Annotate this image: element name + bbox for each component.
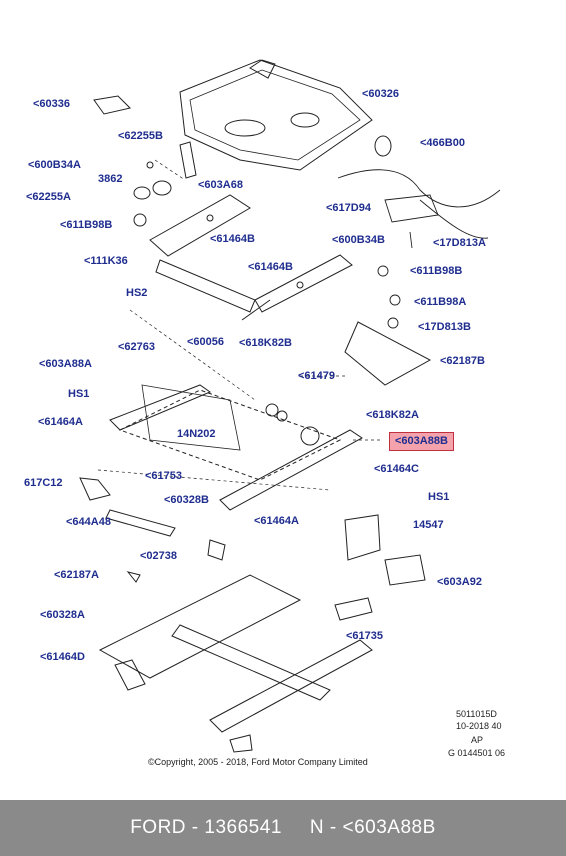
callout-644A48: <644A48 — [66, 516, 111, 528]
callout-61753: <61753 — [145, 470, 183, 482]
callout-02738: <02738 — [140, 550, 178, 562]
callout-618K82B: <618K82B — [239, 337, 292, 349]
footer-part-name: N - <603A88B — [309, 817, 436, 838]
lower-frame — [79, 384, 426, 621]
callout-60326: <60326 — [362, 88, 400, 100]
part-footer-bar: FORD - 1366541 N - <603A88B — [0, 800, 566, 856]
seat-exploded-drawing — [79, 59, 501, 753]
callout-HS2: HS2 — [126, 287, 148, 299]
callout-61464D: <61464D — [40, 651, 85, 663]
callout-60336: <60336 — [33, 98, 71, 110]
callout-61464B-a: <61464B — [210, 233, 255, 245]
callout-62763: <62763 — [118, 341, 156, 353]
callout-603A88B-highlighted[interactable]: <603A88B — [389, 432, 454, 451]
seat-frame-diagram: <60336 <60326 <62255B <466B00 <600B34A 3… — [24, 59, 506, 767]
side-cover-b — [344, 321, 432, 386]
callout-61464B-b: <61464B — [248, 261, 293, 273]
wiring-harness — [337, 169, 501, 329]
upper-side-frame — [149, 194, 353, 321]
callout-600B34A: <600B34A — [28, 159, 81, 171]
callout-60328A: <60328A — [40, 609, 85, 621]
callout-617C12: 617C12 — [24, 477, 63, 489]
callout-603A68: <603A68 — [198, 179, 243, 191]
callout-618K82A: <618K82A — [366, 409, 419, 421]
drawing-date: 10-2018 40 — [456, 721, 502, 731]
callout-61464A-top: <61464A — [38, 416, 83, 428]
callout-611B98B-right: <611B98B — [410, 265, 463, 277]
callout-17D813B: <17D813B — [418, 321, 471, 333]
copyright-text: ©Copyright, 2005 - 2018, Ford Motor Comp… — [148, 757, 368, 767]
callout-60328B: <60328B — [164, 494, 209, 506]
callout-603A88A: <603A88A — [39, 358, 92, 370]
callout-61479: <61479 — [298, 370, 336, 382]
callout-61735: <61735 — [346, 630, 384, 642]
callout-17D813A: <17D813A — [433, 237, 486, 249]
drawing-code: G 0144501 06 — [448, 748, 506, 758]
drawing-ref: 5011015D — [456, 709, 497, 719]
cushion-pan-drawing — [179, 59, 373, 171]
callout-600B34B: <600B34B — [332, 234, 385, 246]
callout-617D94: <617D94 — [326, 202, 371, 214]
top-small-parts — [93, 95, 392, 227]
callout-111K36: <111K36 — [84, 255, 128, 267]
callout-HS1-right: HS1 — [428, 491, 450, 503]
footer-part-number: FORD - 1366541 — [130, 817, 282, 838]
callout-603A92: <603A92 — [437, 576, 482, 588]
callout-61464A-bottom: <61464A — [254, 515, 299, 527]
leader-lines — [97, 159, 380, 491]
callout-62187A: <62187A — [54, 569, 99, 581]
drawing-region: AP — [471, 735, 484, 745]
callout-611B98A: <611B98A — [414, 296, 467, 308]
callout-62255B: <62255B — [118, 130, 163, 142]
callout-62255A: <62255A — [26, 191, 71, 203]
callout-3862: 3862 — [98, 173, 123, 185]
callout-61464C: <61464C — [374, 463, 419, 475]
callout-HS1-left: HS1 — [68, 388, 90, 400]
callout-466B00: <466B00 — [420, 137, 465, 149]
callout-14N202: 14N202 — [177, 428, 216, 440]
callout-60056: <60056 — [187, 336, 225, 348]
callout-611B98B-top: <611B98B — [60, 219, 113, 231]
callout-62187B: <62187B — [440, 355, 485, 367]
base-frame — [98, 574, 373, 753]
callout-14547: 14547 — [413, 519, 444, 531]
